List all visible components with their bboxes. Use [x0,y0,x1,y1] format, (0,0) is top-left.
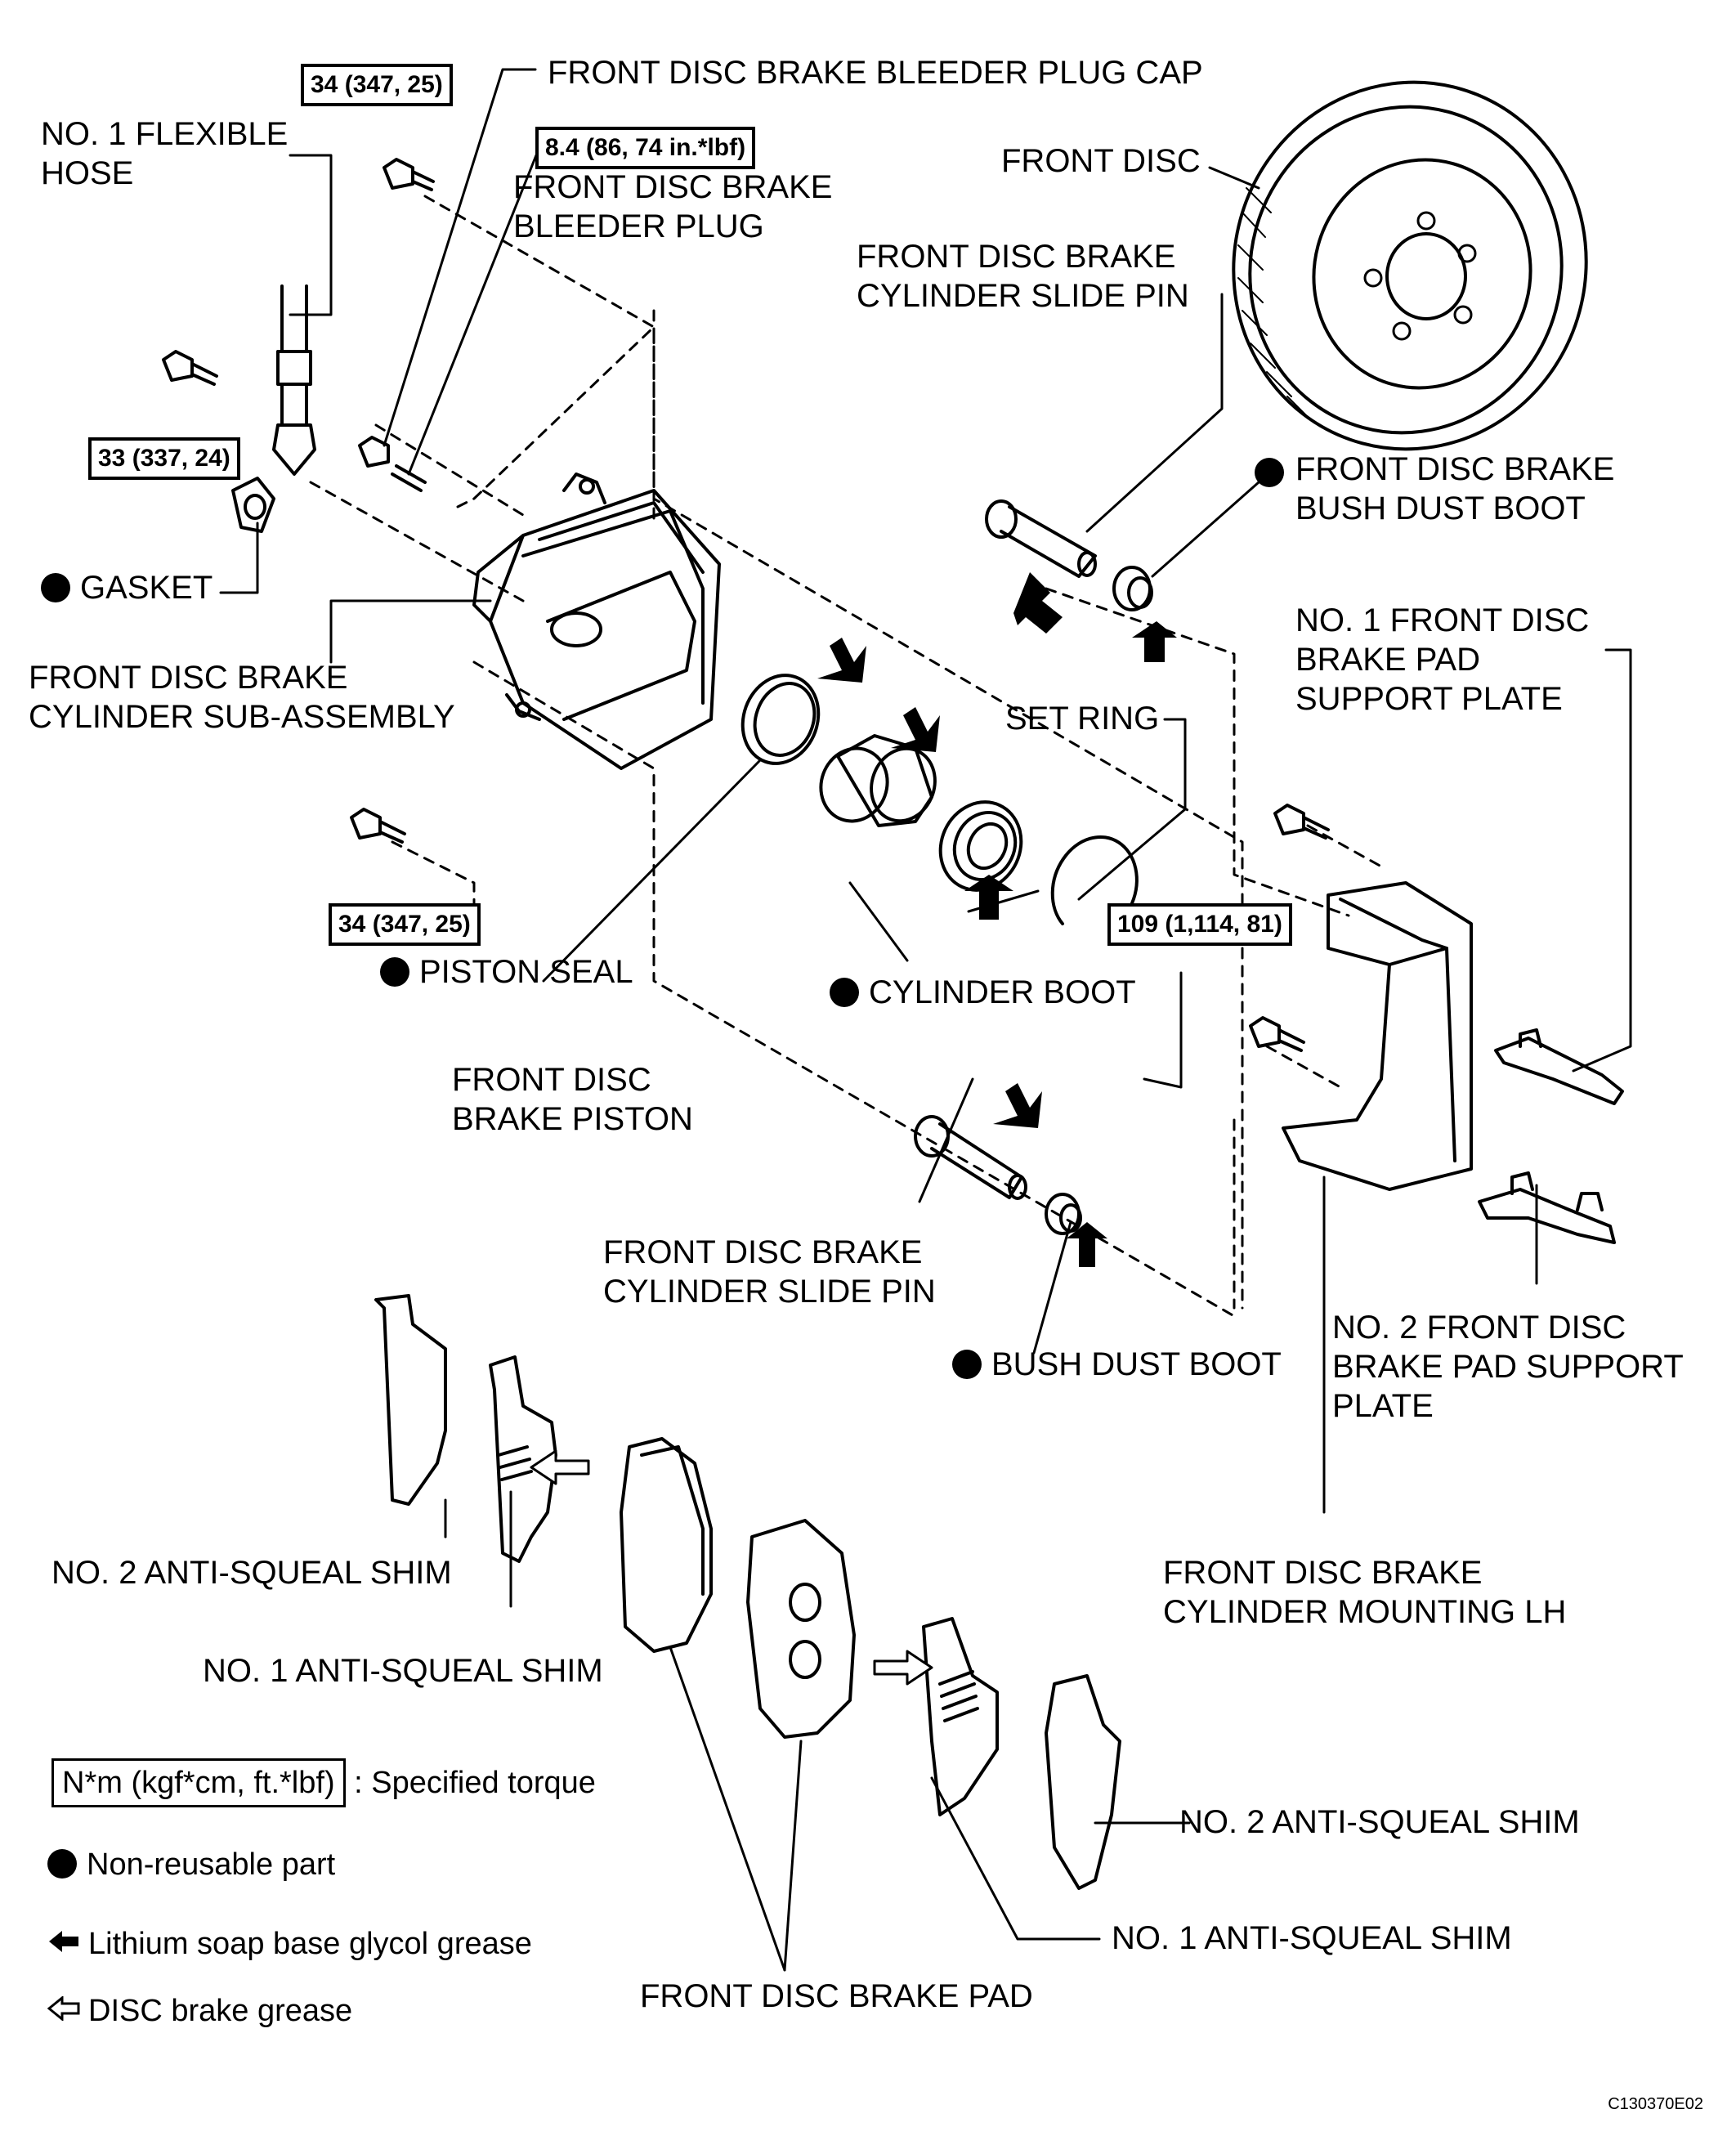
label-piston-seal: PISTON SEAL [380,952,633,992]
disc-grease-arrows [530,1449,933,1686]
label-bleeder-plug: FRONT DISC BRAKE BLEEDER PLUG [513,169,833,244]
nonreusable-bullet-icon [952,1350,982,1379]
label-pad-support-plate-2: NO. 2 FRONT DISC BRAKE PAD SUPPORT PLATE [1332,1310,1684,1424]
torque-box-hose-bolt: 33 (337, 24) [88,437,240,480]
leader-lines [219,68,1632,1972]
gasket-part [231,477,275,533]
label-gasket: GASKET [41,568,213,607]
lithium-grease-arrow-3 [817,638,866,683]
anti-squeal-shim-1-left [489,1355,557,1563]
label-set-ring: SET RING [1005,701,1160,737]
nonreusable-bullet-icon [1255,458,1284,487]
pad-support-plate-2 [1478,1171,1616,1244]
brake-cylinder-body [472,472,721,770]
label-anti-squeal-2-left: NO. 2 ANTI-SQUEAL SHIM [51,1555,452,1591]
torque-box-bleeder: 8.4 (86, 74 in.*lbf) [535,127,756,169]
lithium-grease-arrow-6 [993,1083,1042,1128]
label-front-disc: FRONT DISC [1001,143,1201,179]
label-flexible-hose: NO. 1 FLEXIBLE HOSE [41,116,289,191]
cylinder-boot [938,800,1023,892]
flexible-hose [272,284,316,476]
piston-seal [740,674,821,765]
label-anti-squeal-1-right: NO. 1 ANTI-SQUEAL SHIM [1112,1920,1512,1956]
label-slide-pin-lower: FRONT DISC BRAKE CYLINDER SLIDE PIN [603,1234,936,1310]
legend-torque-text: : Specified torque [354,1766,596,1800]
grease-arrows [817,572,1177,1267]
label-bush-dust-boot-front: FRONT DISC BRAKE BUSH DUST BOOT [1255,450,1614,528]
label-cylinder-boot: CYLINDER BOOT [830,973,1136,1012]
nonreusable-bullet-icon [380,957,409,987]
nonreusable-bullet-icon [830,978,859,1007]
bush-dust-boot-lower [1045,1193,1082,1235]
lithium-grease-arrow-2 [1132,621,1177,662]
label-bush-dust-boot: BUSH DUST BOOT [952,1345,1282,1384]
legend-torque-box: N*m (kgf*cm, ft.*lbf) [51,1758,346,1807]
label-brake-piston: FRONT DISC BRAKE PISTON [452,1062,693,1137]
lithium-grease-arrow-7 [1067,1222,1107,1267]
figure-id: C130370E02 [1608,2095,1703,2113]
pad-support-plate-1 [1494,1028,1624,1105]
lithium-grease-arrow-5 [964,875,1013,920]
bolts [162,158,1330,1052]
front-disc-brake-pad-left [620,1437,713,1653]
label-cylinder-mounting: FRONT DISC BRAKE CYLINDER MOUNTING LH [1163,1555,1567,1630]
cylinder-mounting [1282,881,1473,1191]
torque-box-lower-bolt: 34 (347, 25) [329,903,481,946]
label-anti-squeal-1-left: NO. 1 ANTI-SQUEAL SHIM [203,1653,603,1689]
torque-box-mounting-bolts: 109 (1,114, 81) [1107,903,1292,946]
anti-squeal-shim-2-left [374,1294,447,1506]
legend-nonreusable: Non-reusable part [47,1846,335,1883]
nonreusable-bullet-icon [41,573,70,602]
set-ring [1050,835,1139,925]
hollow-arrow-icon [47,1992,80,2030]
legend-torque: N*m (kgf*cm, ft.*lbf) : Specified torque [51,1758,596,1807]
label-pad-support-plate-1: NO. 1 FRONT DISC BRAKE PAD SUPPORT PLATE [1295,602,1590,717]
nonreusable-bullet-icon [47,1849,77,1879]
anti-squeal-shim-2-right [1045,1674,1121,1890]
label-anti-squeal-2-right: NO. 2 ANTI-SQUEAL SHIM [1179,1804,1580,1840]
solid-arrow-icon [47,1925,80,1963]
slide-pin-lower [914,1115,1027,1200]
anti-squeal-shim-1-right [922,1617,999,1816]
label-brake-pad: FRONT DISC BRAKE PAD [640,1978,1033,2014]
bush-dust-boot-upper [1112,566,1153,611]
torque-box-top-bolt: 34 (347, 25) [301,64,453,106]
label-slide-pin-upper: FRONT DISC BRAKE CYLINDER SLIDE PIN [857,239,1189,314]
legend-lithium: Lithium soap base glycol grease [47,1925,532,1963]
legend-disc-grease: DISC brake grease [47,1992,352,2030]
lithium-grease-arrow-1 [1013,572,1063,634]
label-cylinder-sub-assembly: FRONT DISC BRAKE CYLINDER SUB-ASSEMBLY [29,660,455,735]
label-bleeder-plug-cap: FRONT DISC BRAKE BLEEDER PLUG CAP [548,55,1203,91]
front-disc-brake-pad-right [746,1519,856,1739]
slide-pin-upper [985,499,1097,578]
front-disc [1232,80,1588,451]
lithium-grease-arrow-4 [891,707,940,752]
